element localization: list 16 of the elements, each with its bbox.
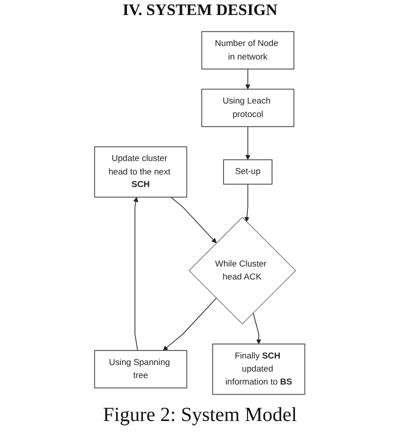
process-box: Set-up: [223, 159, 273, 185]
arrow: [253, 312, 262, 344]
decision-diamond: While Cluster head ACK: [188, 216, 296, 324]
arrow: [170, 196, 217, 244]
section-title: IV. SYSTEM DESIGN: [122, 2, 278, 20]
process-box: Update cluster head to the next SCH: [94, 146, 188, 198]
arrow: [163, 298, 218, 351]
arrow: [244, 184, 250, 222]
arrow: [246, 68, 251, 90]
process-box: Finally SCH updated information to BS: [212, 344, 306, 395]
process-box: Using Leach protocol: [202, 88, 295, 128]
figure-caption: Figure 2: System Model: [103, 404, 297, 427]
arrow: [246, 126, 251, 160]
process-box: Number of Node in network: [202, 31, 295, 70]
arrow: [134, 196, 139, 351]
process-box: Using Spanning tree: [94, 350, 188, 388]
